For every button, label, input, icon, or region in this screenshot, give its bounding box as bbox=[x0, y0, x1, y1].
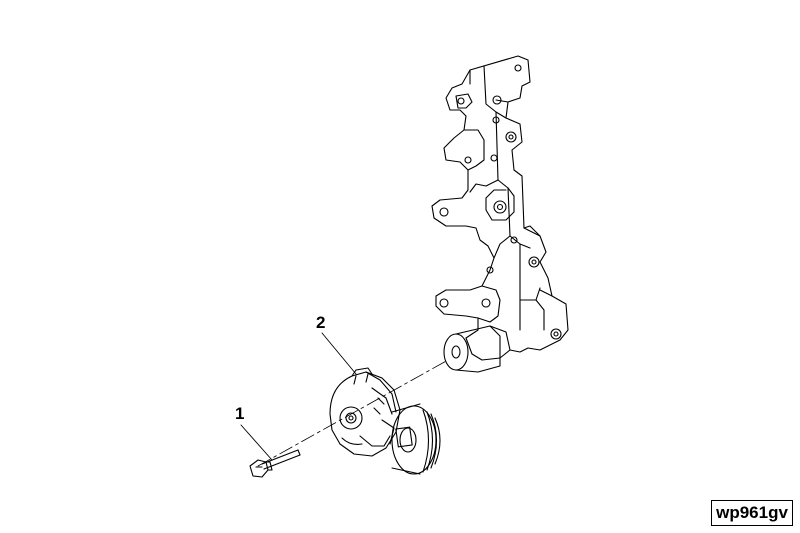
leader-line-2 bbox=[321, 332, 357, 375]
bolt bbox=[249, 449, 301, 478]
callout-2: 2 bbox=[316, 313, 326, 332]
reference-code-label: wp961gv bbox=[711, 500, 793, 526]
leader-line-1 bbox=[240, 424, 273, 461]
belt-tensioner bbox=[329, 367, 441, 475]
callout-1: 1 bbox=[235, 404, 245, 423]
mounting-bracket bbox=[431, 55, 569, 373]
